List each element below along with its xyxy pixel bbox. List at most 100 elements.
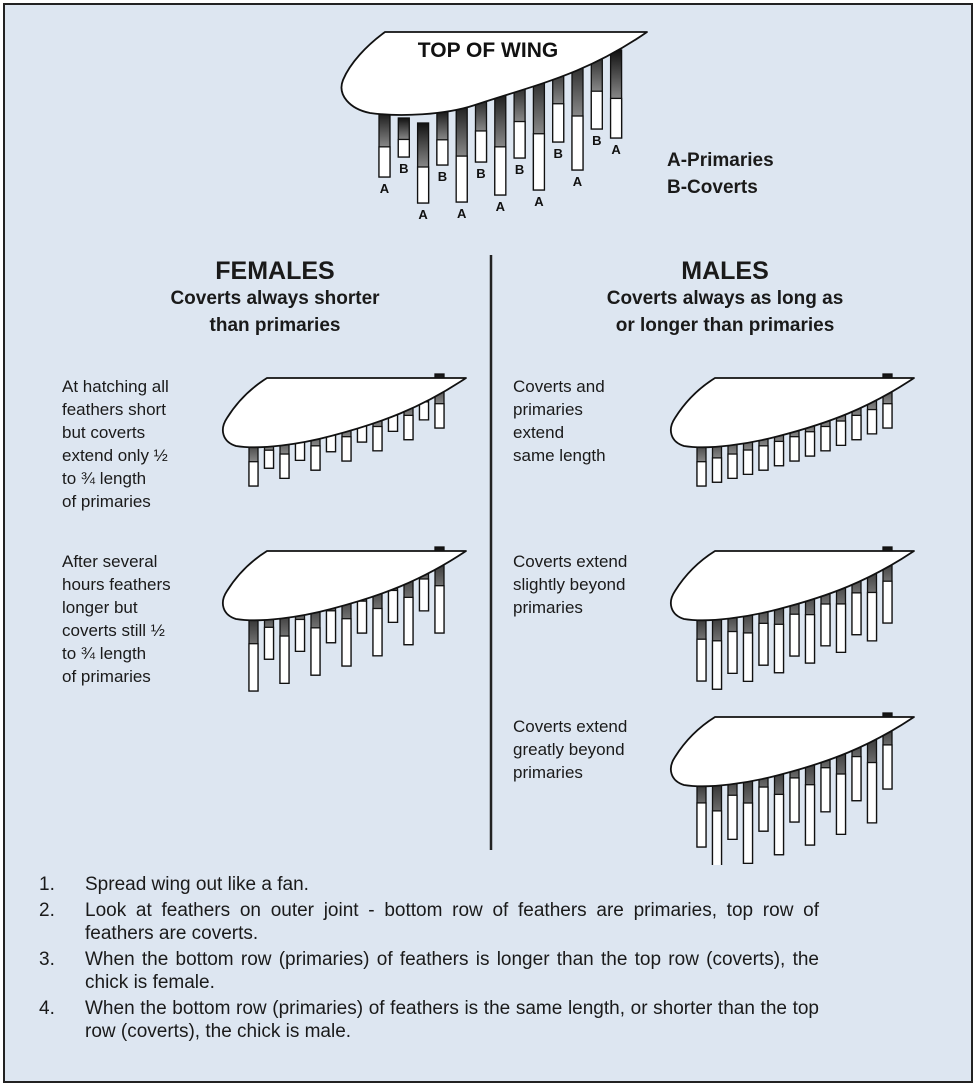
females-header: FEMALES Coverts always shorter than prim…: [135, 257, 415, 339]
primary-feather-tip: [727, 794, 738, 840]
primary-label: A: [573, 174, 583, 189]
covert-label: B: [438, 169, 447, 184]
wing-male-greatly-beyond: [670, 712, 915, 865]
wing-outline: [222, 377, 467, 449]
primary-feather-tip: [248, 461, 259, 487]
male-note-same-length: Coverts and primaries extend same length: [513, 375, 606, 467]
males-title: MALES: [681, 257, 769, 285]
note-line: to ¾ length: [62, 644, 147, 663]
covert-feather-tip: [866, 591, 878, 642]
covert-feather-tip: [835, 603, 847, 653]
covert-feather-tip: [590, 90, 603, 130]
primary-feather-tip: [851, 592, 862, 636]
primary-feather-tip: [532, 133, 546, 191]
primary-feather-tip: [882, 403, 893, 429]
primary-feather-tip: [789, 777, 800, 823]
covert-feather-tip: [513, 120, 526, 159]
note-line: greatly beyond: [513, 740, 625, 759]
wing-outline: [222, 550, 467, 622]
primary-label: A: [418, 207, 428, 222]
primary-feather-tip: [789, 436, 800, 462]
covert-feather-tip: [294, 441, 306, 461]
covert-feather-tip: [804, 613, 816, 664]
primary-feather-tip: [851, 414, 862, 441]
covert-feather-tip: [294, 618, 306, 652]
wing-outline: [340, 31, 648, 116]
males-header: MALES Coverts always as long as or longe…: [565, 257, 885, 339]
females-subtitle-line: than primaries: [209, 315, 341, 336]
covert-feather-tip: [263, 449, 275, 469]
covert-feather-tip: [356, 600, 368, 634]
covert-feather-tip: [835, 773, 847, 835]
primary-label: A: [457, 206, 467, 221]
note-line: primaries: [513, 763, 583, 782]
wing-outline: [670, 377, 915, 449]
covert-feather-tip: [742, 802, 754, 864]
covert-feather-tip: [263, 626, 275, 660]
wing-male-same-length: [670, 373, 915, 487]
primary-feather-tip: [820, 767, 831, 813]
male-note-slightly-beyond: Coverts extend slightly beyond primaries: [513, 550, 627, 619]
covert-feather-tip: [866, 408, 878, 435]
primary-feather-tip: [696, 461, 707, 487]
covert-feather-tip: [397, 138, 410, 158]
legend-primaries: A-Primaries: [667, 150, 774, 171]
note-line: Coverts and: [513, 377, 605, 396]
primary-feather-tip: [310, 445, 321, 471]
instruction-text: Look at feathers on outer joint - bottom…: [85, 900, 819, 944]
primary-feather-tip: [727, 453, 738, 479]
primary-feather-tip: [758, 786, 769, 832]
note-line: to ¾ length: [62, 469, 147, 488]
primary-feather-tip: [820, 425, 831, 452]
primary-label: A: [611, 142, 621, 157]
covert-label: B: [515, 162, 524, 177]
instruction-number: 1.: [39, 874, 55, 895]
primary-feather-tip: [758, 445, 769, 471]
covert-feather-tip: [325, 610, 337, 644]
note-line: After several: [62, 552, 158, 571]
instruction-number: 2.: [39, 900, 55, 921]
note-line: At hatching all: [62, 377, 169, 396]
primary-feather-tip: [310, 627, 321, 676]
covert-feather-tip: [552, 103, 565, 143]
primary-feather-tip: [372, 425, 383, 452]
covert-feather-tip: [804, 431, 816, 457]
covert-feather-tip: [711, 457, 723, 483]
primary-feather-tip: [434, 403, 445, 429]
primary-feather-tip: [279, 453, 290, 479]
primary-feather-tip: [851, 755, 862, 802]
primary-feather-tip: [403, 596, 414, 646]
covert-label: B: [399, 161, 408, 176]
instruction-item: 3. When the bottom row (primaries) of fe…: [39, 948, 819, 994]
note-line: same length: [513, 446, 606, 465]
note-line: of primaries: [62, 492, 151, 511]
covert-feather-tip: [418, 578, 430, 612]
primary-feather-tip: [609, 97, 623, 139]
covert-feather-tip: [711, 640, 723, 690]
instruction-text: When the bottom row (primaries) of feath…: [85, 998, 819, 1042]
females-subtitle-line: Coverts always shorter: [170, 288, 380, 309]
note-line: slightly beyond: [513, 575, 626, 594]
wing-title: TOP OF WING: [418, 39, 558, 62]
covert-feather-tip: [742, 449, 754, 475]
instruction-item: 1. Spread wing out like a fan.: [39, 873, 819, 896]
primary-feather-tip: [279, 635, 290, 684]
covert-feather-tip: [711, 810, 723, 865]
instruction-text: When the bottom row (primaries) of feath…: [85, 949, 819, 993]
note-line: hours feathers: [62, 575, 171, 594]
covert-feather-tip: [835, 420, 847, 446]
males-subtitle-line: Coverts always as long as: [606, 288, 844, 309]
covert-feather-tip: [773, 793, 785, 856]
primary-feather-tip: [820, 603, 831, 647]
note-line: primaries: [513, 598, 583, 617]
instruction-number: 3.: [39, 949, 55, 970]
wing-outline: [670, 550, 915, 622]
primary-label: A: [380, 181, 390, 196]
covert-label: B: [554, 146, 563, 161]
males-subtitle-line: or longer than primaries: [615, 315, 835, 336]
primary-feather-tip: [248, 643, 259, 692]
primary-feather-tip: [696, 638, 707, 682]
covert-feather-tip: [436, 139, 449, 166]
covert-label: B: [592, 133, 601, 148]
